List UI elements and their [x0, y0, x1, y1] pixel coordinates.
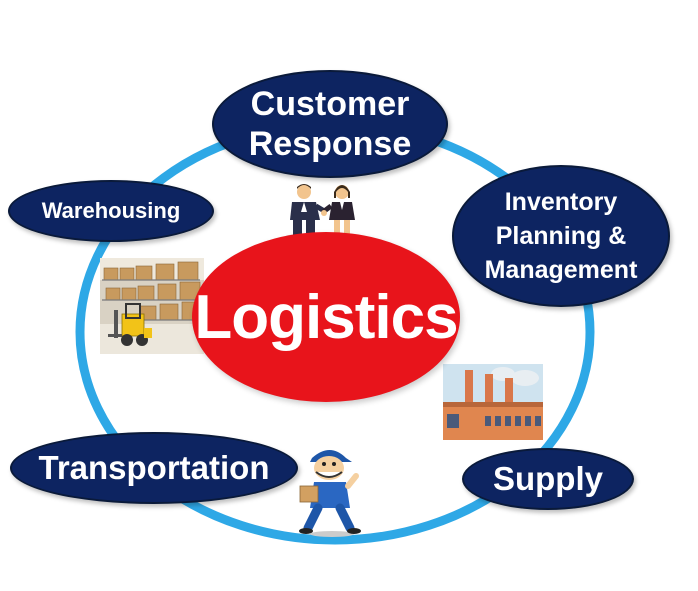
center-logistics-label: Logistics — [194, 282, 457, 353]
node-transportation-label: Transportation — [38, 449, 269, 487]
node-customer-response: Customer Response — [212, 70, 448, 178]
node-inventory-planning: Inventory Planning & Management — [452, 165, 670, 307]
delivery-courier-icon — [296, 446, 366, 538]
node-supply: Supply — [462, 448, 634, 510]
node-supply-label: Supply — [493, 460, 603, 498]
warehouse-forklift-icon — [100, 258, 204, 354]
node-customer-response-line1: Customer — [249, 84, 412, 124]
node-warehousing: Warehousing — [8, 180, 214, 242]
node-customer-response-line2: Response — [249, 124, 412, 164]
node-transportation: Transportation — [10, 432, 298, 504]
node-inventory-line3: Management — [485, 253, 638, 287]
handshake-people-icon — [278, 182, 368, 238]
factory-icon — [443, 364, 543, 440]
node-inventory-line2: Planning & — [485, 219, 638, 253]
node-inventory-line1: Inventory — [485, 185, 638, 219]
node-warehousing-label: Warehousing — [42, 198, 181, 224]
center-logistics-ellipse: Logistics — [192, 232, 460, 402]
